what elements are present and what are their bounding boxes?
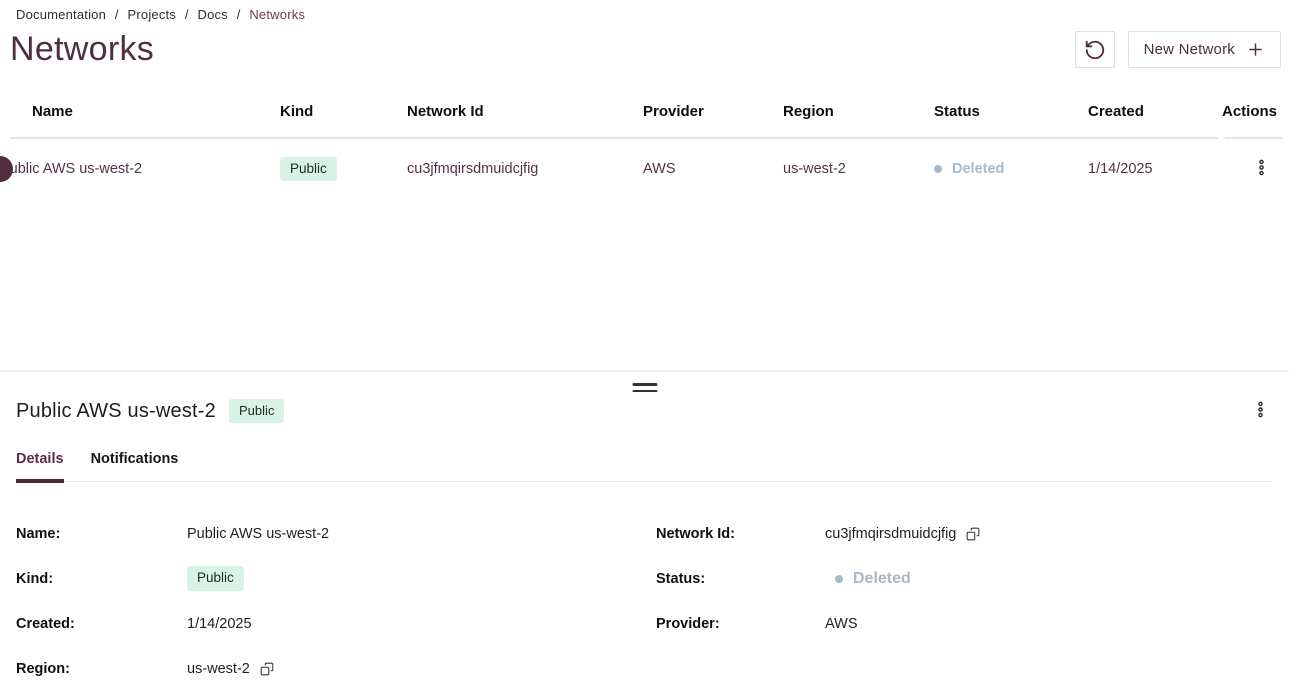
selected-row-indicator <box>0 156 13 182</box>
drag-handle-bar <box>632 383 657 386</box>
field-label: Provider: <box>656 615 720 632</box>
table-header-row: Name Kind Network Id Provider Region Sta… <box>0 103 1289 137</box>
networks-table: Name Kind Network Id Provider Region Sta… <box>0 103 1289 199</box>
plus-icon <box>1246 40 1265 59</box>
breadcrumb-item-documentation[interactable]: Documentation <box>16 7 107 22</box>
drag-handle-bar <box>632 389 657 392</box>
cell-status: Deleted <box>934 161 1088 177</box>
field-status: Status: Deleted <box>656 556 1273 601</box>
copy-region-button[interactable] <box>260 662 274 676</box>
breadcrumb-item-docs[interactable]: Docs <box>197 7 228 22</box>
cell-created: 1/14/2025 <box>1088 161 1153 177</box>
status-label: Deleted <box>853 569 911 587</box>
breadcrumb: Documentation / Projects / Docs / Networ… <box>0 0 1289 22</box>
field-name: Name: Public AWS us-west-2 <box>16 511 656 556</box>
field-value: Public AWS us-west-2 <box>187 525 330 542</box>
column-header-actions: Actions <box>1222 103 1278 120</box>
field-network-id: Network Id: cu3jfmqirsdmuidcjfig <box>656 511 1273 556</box>
drawer-title: Public AWS us-west-2 <box>16 399 216 422</box>
cell-name: Public AWS us-west-2 <box>0 161 143 177</box>
cell-network-id: cu3jfmqirsdmuidcjfig <box>407 161 539 177</box>
refresh-icon <box>1084 39 1106 61</box>
kebab-icon <box>1255 158 1268 177</box>
breadcrumb-item-networks-current: Networks <box>249 7 306 22</box>
row-actions-menu-button[interactable] <box>1249 156 1274 182</box>
kind-badge: Public <box>280 156 337 182</box>
field-label: Status: <box>656 570 706 587</box>
field-created: Created: 1/14/2025 <box>16 601 656 646</box>
drawer-actions-menu-button[interactable] <box>1248 398 1273 424</box>
field-value: us-west-2 <box>187 660 250 677</box>
column-header-region: Region <box>783 103 834 120</box>
details-column-left: Name: Public AWS us-west-2 Kind: Public … <box>16 511 656 691</box>
network-details-drawer: Public AWS us-west-2 Public Details Noti… <box>0 370 1289 700</box>
status-dot-icon <box>835 574 843 583</box>
copy-network-id-button[interactable] <box>966 527 980 541</box>
page-header: Networks New Network <box>0 22 1289 69</box>
copy-icon <box>966 527 980 541</box>
table-header-divider <box>10 137 1283 139</box>
new-network-button-label: New Network <box>1143 41 1235 58</box>
column-header-provider: Provider <box>643 103 704 120</box>
drawer-tabs: Details Notifications <box>16 451 1273 483</box>
details-grid: Name: Public AWS us-west-2 Kind: Public … <box>0 482 1289 691</box>
column-header-network-id: Network Id <box>407 103 484 120</box>
column-header-created: Created <box>1088 103 1144 120</box>
breadcrumb-separator: / <box>114 7 119 22</box>
field-value: cu3jfmqirsdmuidcjfig <box>825 525 957 542</box>
kind-badge: Public <box>187 566 244 591</box>
status-label: Deleted <box>952 161 1005 177</box>
cell-region: us-west-2 <box>783 161 846 177</box>
field-value: AWS <box>825 615 858 632</box>
field-kind: Kind: Public <box>16 556 656 601</box>
column-header-kind: Kind <box>280 103 314 120</box>
details-column-right: Network Id: cu3jfmqirsdmuidcjfig Status:… <box>656 511 1273 691</box>
cell-kind: Public <box>280 156 407 182</box>
divider-gap <box>1218 137 1225 139</box>
status-dot-icon <box>934 165 942 173</box>
table-row[interactable]: Public AWS us-west-2 Public cu3jfmqirsdm… <box>0 139 1289 199</box>
new-network-button[interactable]: New Network <box>1127 31 1281 68</box>
tab-notifications[interactable]: Notifications <box>90 451 179 467</box>
breadcrumb-item-projects[interactable]: Projects <box>127 7 177 22</box>
page-title: Networks <box>10 30 155 68</box>
copy-icon <box>260 662 274 676</box>
field-provider: Provider: AWS <box>656 601 1273 646</box>
cell-actions <box>1222 156 1289 182</box>
field-label: Created: <box>16 615 75 632</box>
drawer-header: Public AWS us-west-2 Public <box>0 372 1289 424</box>
tab-details[interactable]: Details <box>16 451 64 483</box>
field-label: Kind: <box>16 570 54 587</box>
field-label: Name: <box>16 525 61 542</box>
column-header-status: Status <box>934 103 980 120</box>
field-value: 1/14/2025 <box>187 615 252 632</box>
column-header-name: Name <box>32 103 73 120</box>
breadcrumb-separator: / <box>184 7 189 22</box>
field-label: Region: <box>16 660 70 677</box>
header-actions: New Network <box>1074 31 1281 68</box>
field-region: Region: us-west-2 <box>16 646 656 691</box>
cell-provider: AWS <box>643 161 676 177</box>
refresh-button[interactable] <box>1074 31 1115 68</box>
drawer-kind-badge: Public <box>229 399 285 423</box>
drawer-drag-handle[interactable] <box>628 381 661 394</box>
kebab-icon <box>1254 400 1267 419</box>
field-label: Network Id: <box>656 525 735 542</box>
breadcrumb-separator: / <box>236 7 241 22</box>
